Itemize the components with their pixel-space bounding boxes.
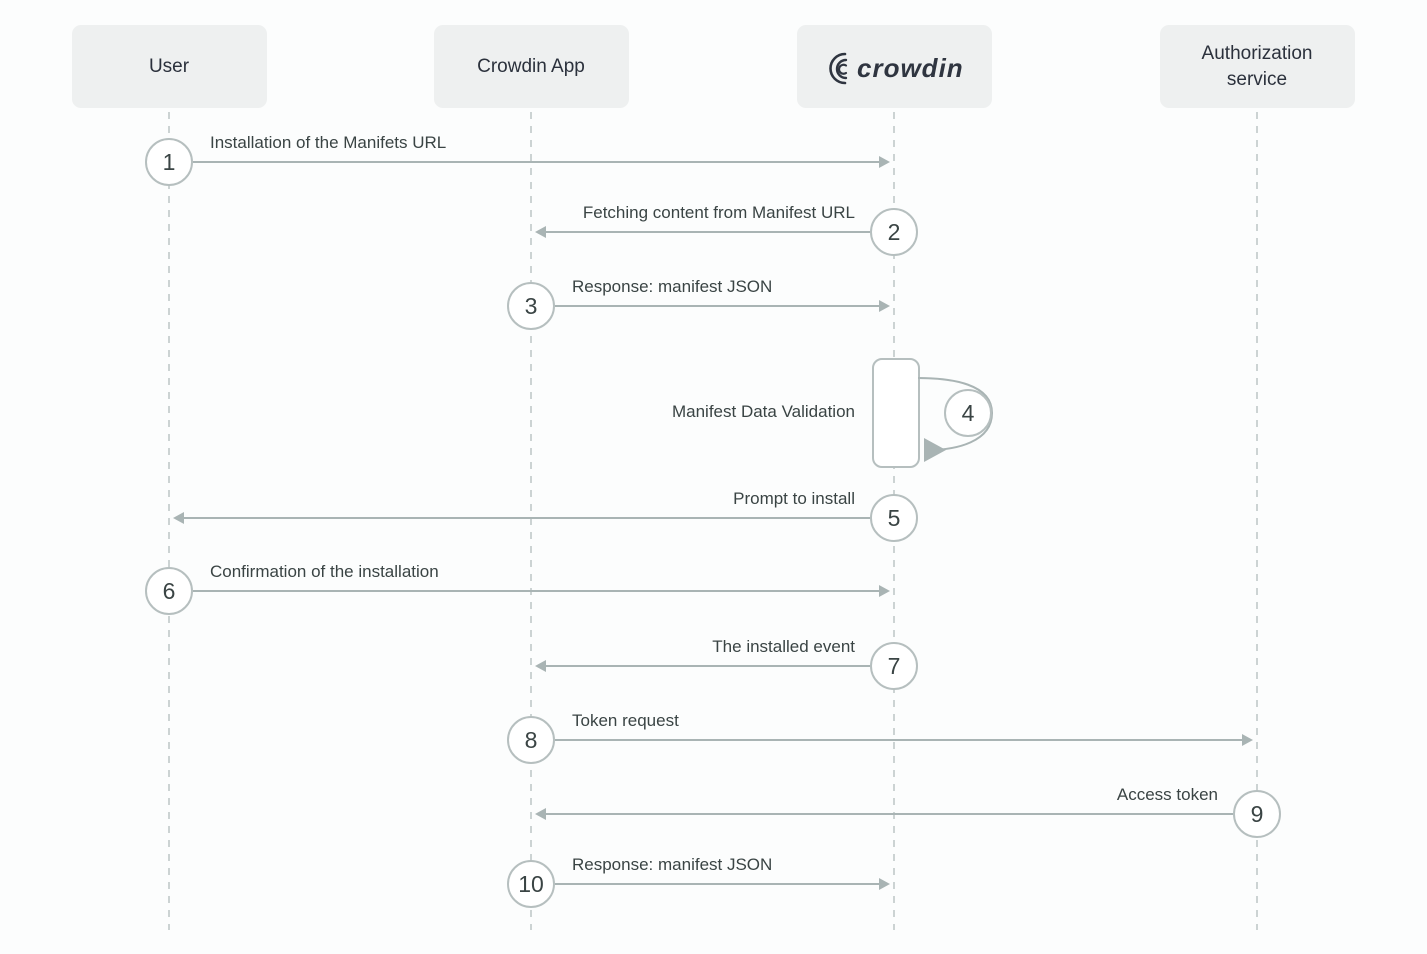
step-circle-3: 3	[507, 282, 555, 330]
step-number-6: 6	[162, 577, 176, 604]
lifeline-user	[168, 112, 170, 930]
step-circle-10: 10	[507, 860, 555, 908]
step-number-7: 7	[887, 652, 901, 679]
step-circle-1: 1	[145, 138, 193, 186]
step-number-8: 8	[524, 726, 538, 753]
step-circle-5: 5	[870, 494, 918, 542]
participant-label-user: User	[148, 55, 190, 77]
participant-box-authorization-service: Authorization service	[1159, 25, 1355, 108]
step-circle-9: 9	[1233, 790, 1281, 838]
step-arrow-1	[193, 156, 890, 168]
step-label-7: The installed event	[712, 637, 855, 656]
step-label-6: Confirmation of the installation	[210, 562, 439, 581]
step-number-10: 10	[518, 870, 544, 897]
step-arrow-5	[173, 512, 870, 524]
crowdin-logo-text: crowdin	[857, 53, 964, 83]
step-number-1: 1	[162, 148, 176, 175]
step-arrow-2	[535, 226, 870, 238]
step-number-5: 5	[887, 504, 901, 531]
step-circle-4: 4	[944, 389, 992, 437]
activation-box-crowdin	[872, 358, 920, 468]
step-label-5: Prompt to install	[733, 489, 855, 508]
step-arrow-7	[535, 660, 870, 672]
self-loop-arrow	[917, 377, 994, 463]
step-label-10: Response: manifest JSON	[572, 855, 773, 874]
lifeline-crowdin-app	[530, 112, 532, 930]
step-number-4: 4	[961, 399, 975, 426]
step-label-1: Installation of the Manifets URL	[210, 133, 447, 152]
step-label-9: Access token	[1116, 785, 1218, 804]
lifeline-authorization-service	[1256, 112, 1258, 930]
step-circle-2: 2	[870, 208, 918, 256]
participant-box-crowdin-app: Crowdin App	[433, 25, 629, 108]
step-label-2: Fetching content from Manifest URL	[582, 203, 855, 222]
participant-box-user: User	[71, 25, 267, 108]
step-arrow-9	[535, 808, 1233, 820]
crowdin-logo: crowdin	[829, 52, 964, 84]
crowdin-logo-icon	[829, 52, 847, 84]
step-label-3: Response: manifest JSON	[572, 277, 773, 296]
participant-label-authorization-service: Authorization service	[1201, 42, 1313, 90]
step-circle-8: 8	[507, 716, 555, 764]
step-circle-6: 6	[145, 567, 193, 615]
step-arrow-6	[193, 585, 890, 597]
crowdin-logo-icon	[837, 63, 848, 75]
step-number-3: 3	[524, 292, 538, 319]
step-label-8: Token request	[572, 711, 679, 730]
step-number-9: 9	[1250, 800, 1264, 827]
step-arrow-8	[555, 734, 1253, 746]
crowdin-logo-icon	[835, 58, 848, 79]
participant-box-crowdin: crowdin	[796, 25, 992, 108]
step-number-2: 2	[887, 218, 901, 245]
step-arrow-10	[555, 878, 890, 890]
participant-label-crowdin-app: Crowdin App	[477, 55, 585, 77]
step-label-4: Manifest Data Validation	[671, 402, 855, 421]
step-arrow-3	[555, 300, 890, 312]
step-circle-7: 7	[870, 642, 918, 690]
